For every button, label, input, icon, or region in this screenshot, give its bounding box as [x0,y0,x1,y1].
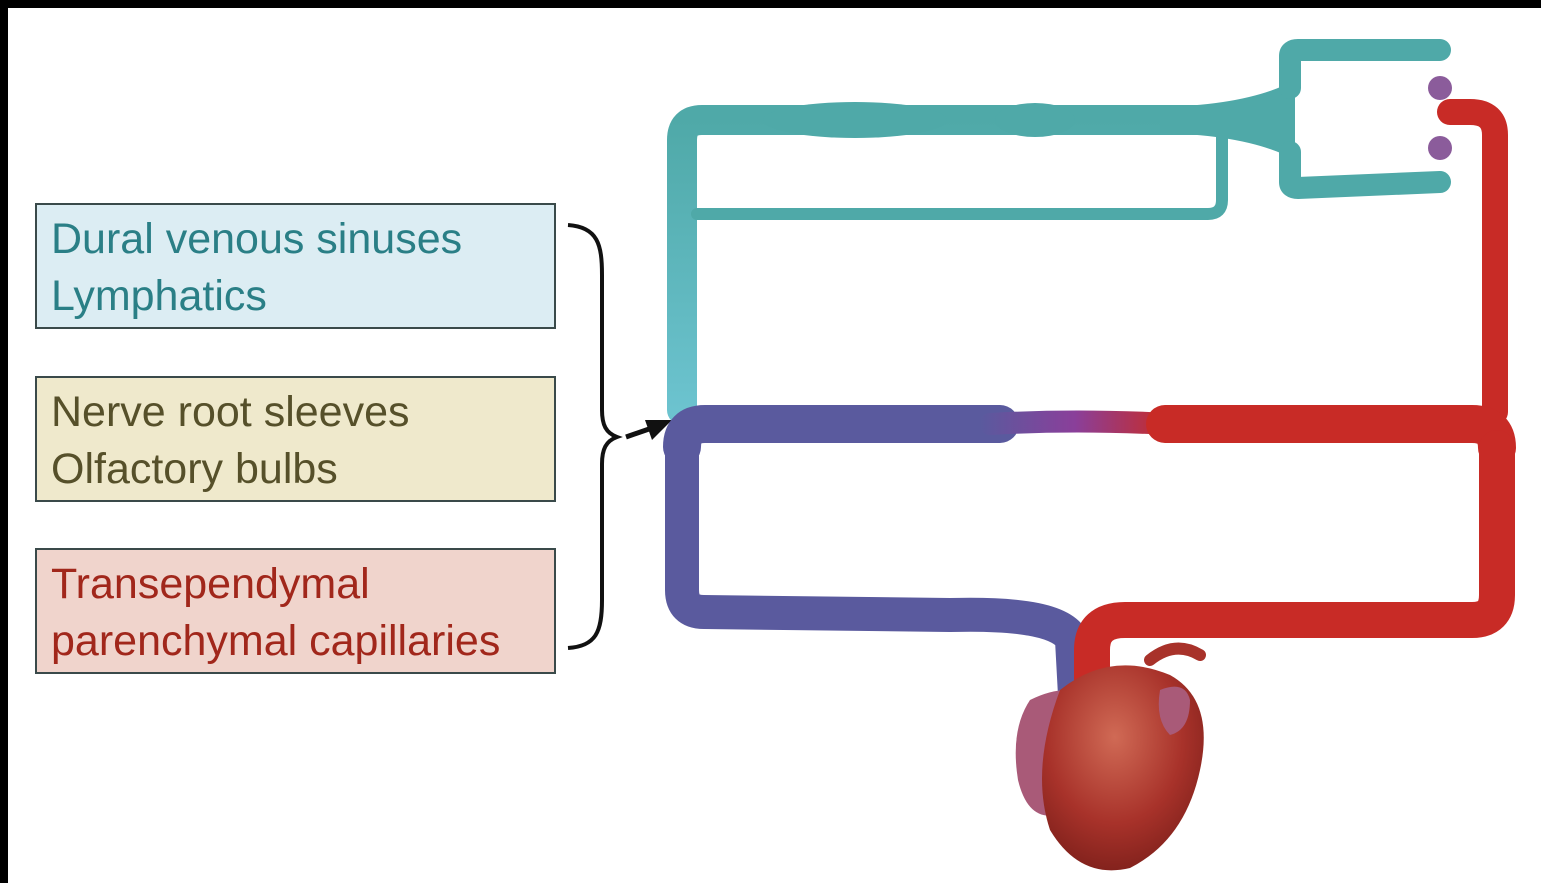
arachnoid-granulation-lower [1428,136,1452,160]
csf-bulge-1 [763,102,947,138]
csf-bulge-2 [995,103,1075,137]
arrow-shaft [626,428,652,437]
mixing-capillary [990,422,1170,425]
csf-upper-branch [1290,50,1440,88]
vein-top-segment [682,424,1000,447]
csf-outer-tube [682,120,1245,410]
grouping-brace [568,225,617,648]
artery-top-segment [1165,424,1497,448]
csf-loop [682,50,1452,410]
heart-vessel-stub [1150,649,1200,660]
artery-to-brain [1450,112,1495,412]
arachnoid-granulation-upper [1428,76,1452,100]
heart-icon [1016,649,1204,871]
csf-lower-branch [1290,152,1440,188]
vein-left-segment [682,447,1075,695]
systemic-loop [682,422,1497,701]
